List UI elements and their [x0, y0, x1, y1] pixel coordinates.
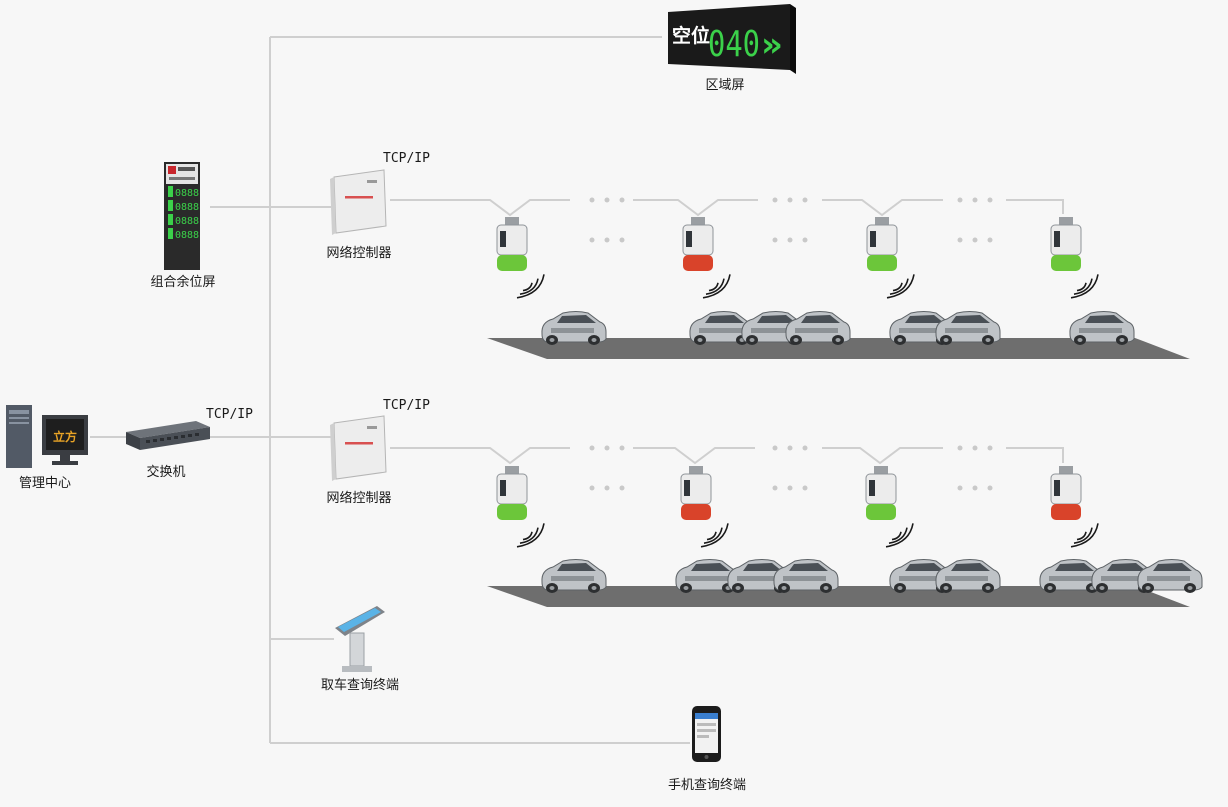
- car-icon: [773, 559, 839, 594]
- zone-screen: 空位 040 »: [668, 4, 796, 74]
- detector-group: [496, 217, 1099, 548]
- bus-row2-seg3: [822, 447, 943, 465]
- network-controller-1: [330, 169, 387, 235]
- bus-row2-seg4: [1006, 447, 1064, 463]
- bus-row1-seg3: [822, 199, 943, 217]
- server-tower-icon: [6, 405, 32, 468]
- management-center-label: 管理中心: [19, 476, 71, 491]
- zone-screen-arrows: »: [761, 25, 783, 65]
- parking-floor-row2: [487, 586, 1190, 607]
- detector-green: [866, 217, 915, 299]
- zone-screen-text: 空位: [672, 24, 710, 47]
- detector-green: [496, 217, 545, 299]
- car-icon: [1137, 559, 1203, 594]
- car-icon: [1069, 311, 1135, 346]
- controller-2-label: 网络控制器: [326, 490, 391, 506]
- signal-wave-icon: [516, 523, 545, 548]
- car-icon: [541, 559, 607, 594]
- parking-floor-row1: [487, 338, 1190, 359]
- detector-red: [1050, 466, 1099, 548]
- car-icon: [935, 559, 1001, 594]
- combined-screen-label: 组合余位屏: [150, 274, 215, 290]
- combined-screen-row: 0888: [175, 188, 199, 199]
- arrow-icon: [168, 200, 173, 211]
- network-controller-2: [330, 415, 387, 481]
- detector-green: [865, 466, 914, 548]
- combined-screen-row: 0888: [175, 230, 199, 241]
- bus-row1-seg2: [633, 199, 758, 217]
- tcp-ip-label-1: TCP/IP: [383, 151, 430, 166]
- car-icon: [541, 311, 607, 346]
- bus-row1-seg1: [390, 199, 570, 217]
- bus-row2-seg2: [633, 447, 755, 465]
- detector-red: [680, 466, 729, 548]
- switch-label: 交换机: [146, 464, 185, 480]
- kiosk-label: 取车查询终端: [321, 677, 399, 693]
- kiosk-screen-icon: [338, 608, 381, 632]
- signal-wave-icon: [885, 523, 914, 548]
- signal-wave-icon: [700, 523, 729, 548]
- detector-red: [682, 217, 731, 299]
- connection-wires: [90, 36, 1064, 744]
- signal-wave-icon: [1070, 523, 1099, 548]
- ellipsis-dots: [589, 197, 993, 491]
- combined-screen: 0888 0888 0888 0888: [164, 162, 200, 270]
- signal-wave-icon: [1070, 274, 1099, 299]
- detector-green: [496, 466, 545, 548]
- zone-screen-label: 区域屏: [705, 78, 744, 93]
- bus-row2-seg1: [390, 447, 570, 465]
- network-switch: [126, 421, 210, 450]
- arrow-icon: [168, 228, 173, 239]
- car-icon: [935, 311, 1001, 346]
- mobile-phone: [692, 706, 721, 762]
- brand-logo-icon: [168, 166, 176, 174]
- bus-row1-seg4: [1006, 199, 1064, 214]
- signal-wave-icon: [702, 274, 731, 299]
- combined-screen-row: 0888: [175, 216, 199, 227]
- tcp-ip-label-2: TCP/IP: [383, 398, 430, 413]
- kiosk-terminal: [335, 606, 385, 672]
- car-icon: [785, 311, 851, 346]
- signal-wave-icon: [886, 274, 915, 299]
- combined-screen-row: 0888: [175, 202, 199, 213]
- zone-screen-number: 040: [708, 24, 760, 65]
- mobile-label: 手机查询终端: [668, 777, 746, 793]
- monitor-text: 立方: [53, 429, 77, 444]
- management-center: 立方: [6, 405, 88, 468]
- detector-green: [1050, 217, 1099, 299]
- arrow-icon: [168, 214, 173, 225]
- signal-wave-icon: [516, 274, 545, 299]
- arrow-icon: [168, 186, 173, 197]
- tcp-ip-label-switch: TCP/IP: [206, 407, 253, 422]
- controller-1-label: 网络控制器: [326, 245, 391, 261]
